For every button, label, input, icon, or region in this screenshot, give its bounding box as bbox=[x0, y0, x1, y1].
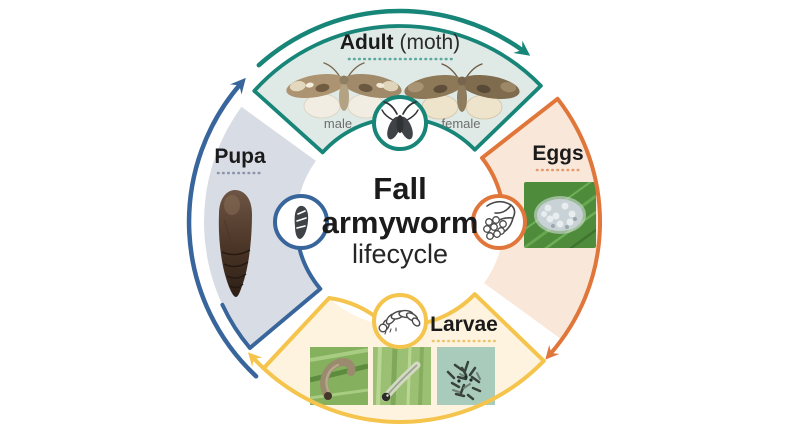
egg-mass-photo bbox=[524, 182, 596, 248]
larva-photo-2 bbox=[373, 347, 431, 405]
male-moth-photo bbox=[286, 62, 402, 119]
title-line-1: Fall bbox=[373, 171, 426, 206]
title-line-2: armyworm bbox=[322, 205, 479, 240]
moth-icon bbox=[372, 95, 428, 151]
pupa-wedge-outline bbox=[220, 234, 323, 350]
pupa-cycle-arrow bbox=[186, 77, 259, 379]
adult-cycle-arrow bbox=[256, 8, 531, 68]
female-moth-photo bbox=[404, 63, 520, 120]
larva-icon bbox=[372, 293, 428, 349]
stage-label-larvae: Larvae bbox=[430, 313, 498, 336]
diagram-title: Fall armyworm lifecycle bbox=[322, 171, 479, 269]
larva-photo-1 bbox=[310, 347, 368, 405]
male-label: male bbox=[324, 116, 352, 131]
pupa-photo bbox=[218, 190, 252, 297]
stage-label-pupa: Pupa bbox=[214, 145, 266, 168]
eggs-wedge-outline-and-arrow bbox=[480, 96, 602, 360]
larvae-wedge-outline-and-arrow bbox=[247, 292, 546, 424]
egg-cluster-icon bbox=[471, 194, 527, 250]
title-line-3: lifecycle bbox=[352, 239, 448, 269]
stage-label-eggs: Eggs bbox=[532, 142, 583, 165]
female-label: female bbox=[441, 116, 480, 131]
stage-label-adult: Adult(moth) bbox=[340, 31, 460, 54]
pupa-icon bbox=[273, 194, 329, 250]
larva-photo-3 bbox=[437, 347, 495, 405]
